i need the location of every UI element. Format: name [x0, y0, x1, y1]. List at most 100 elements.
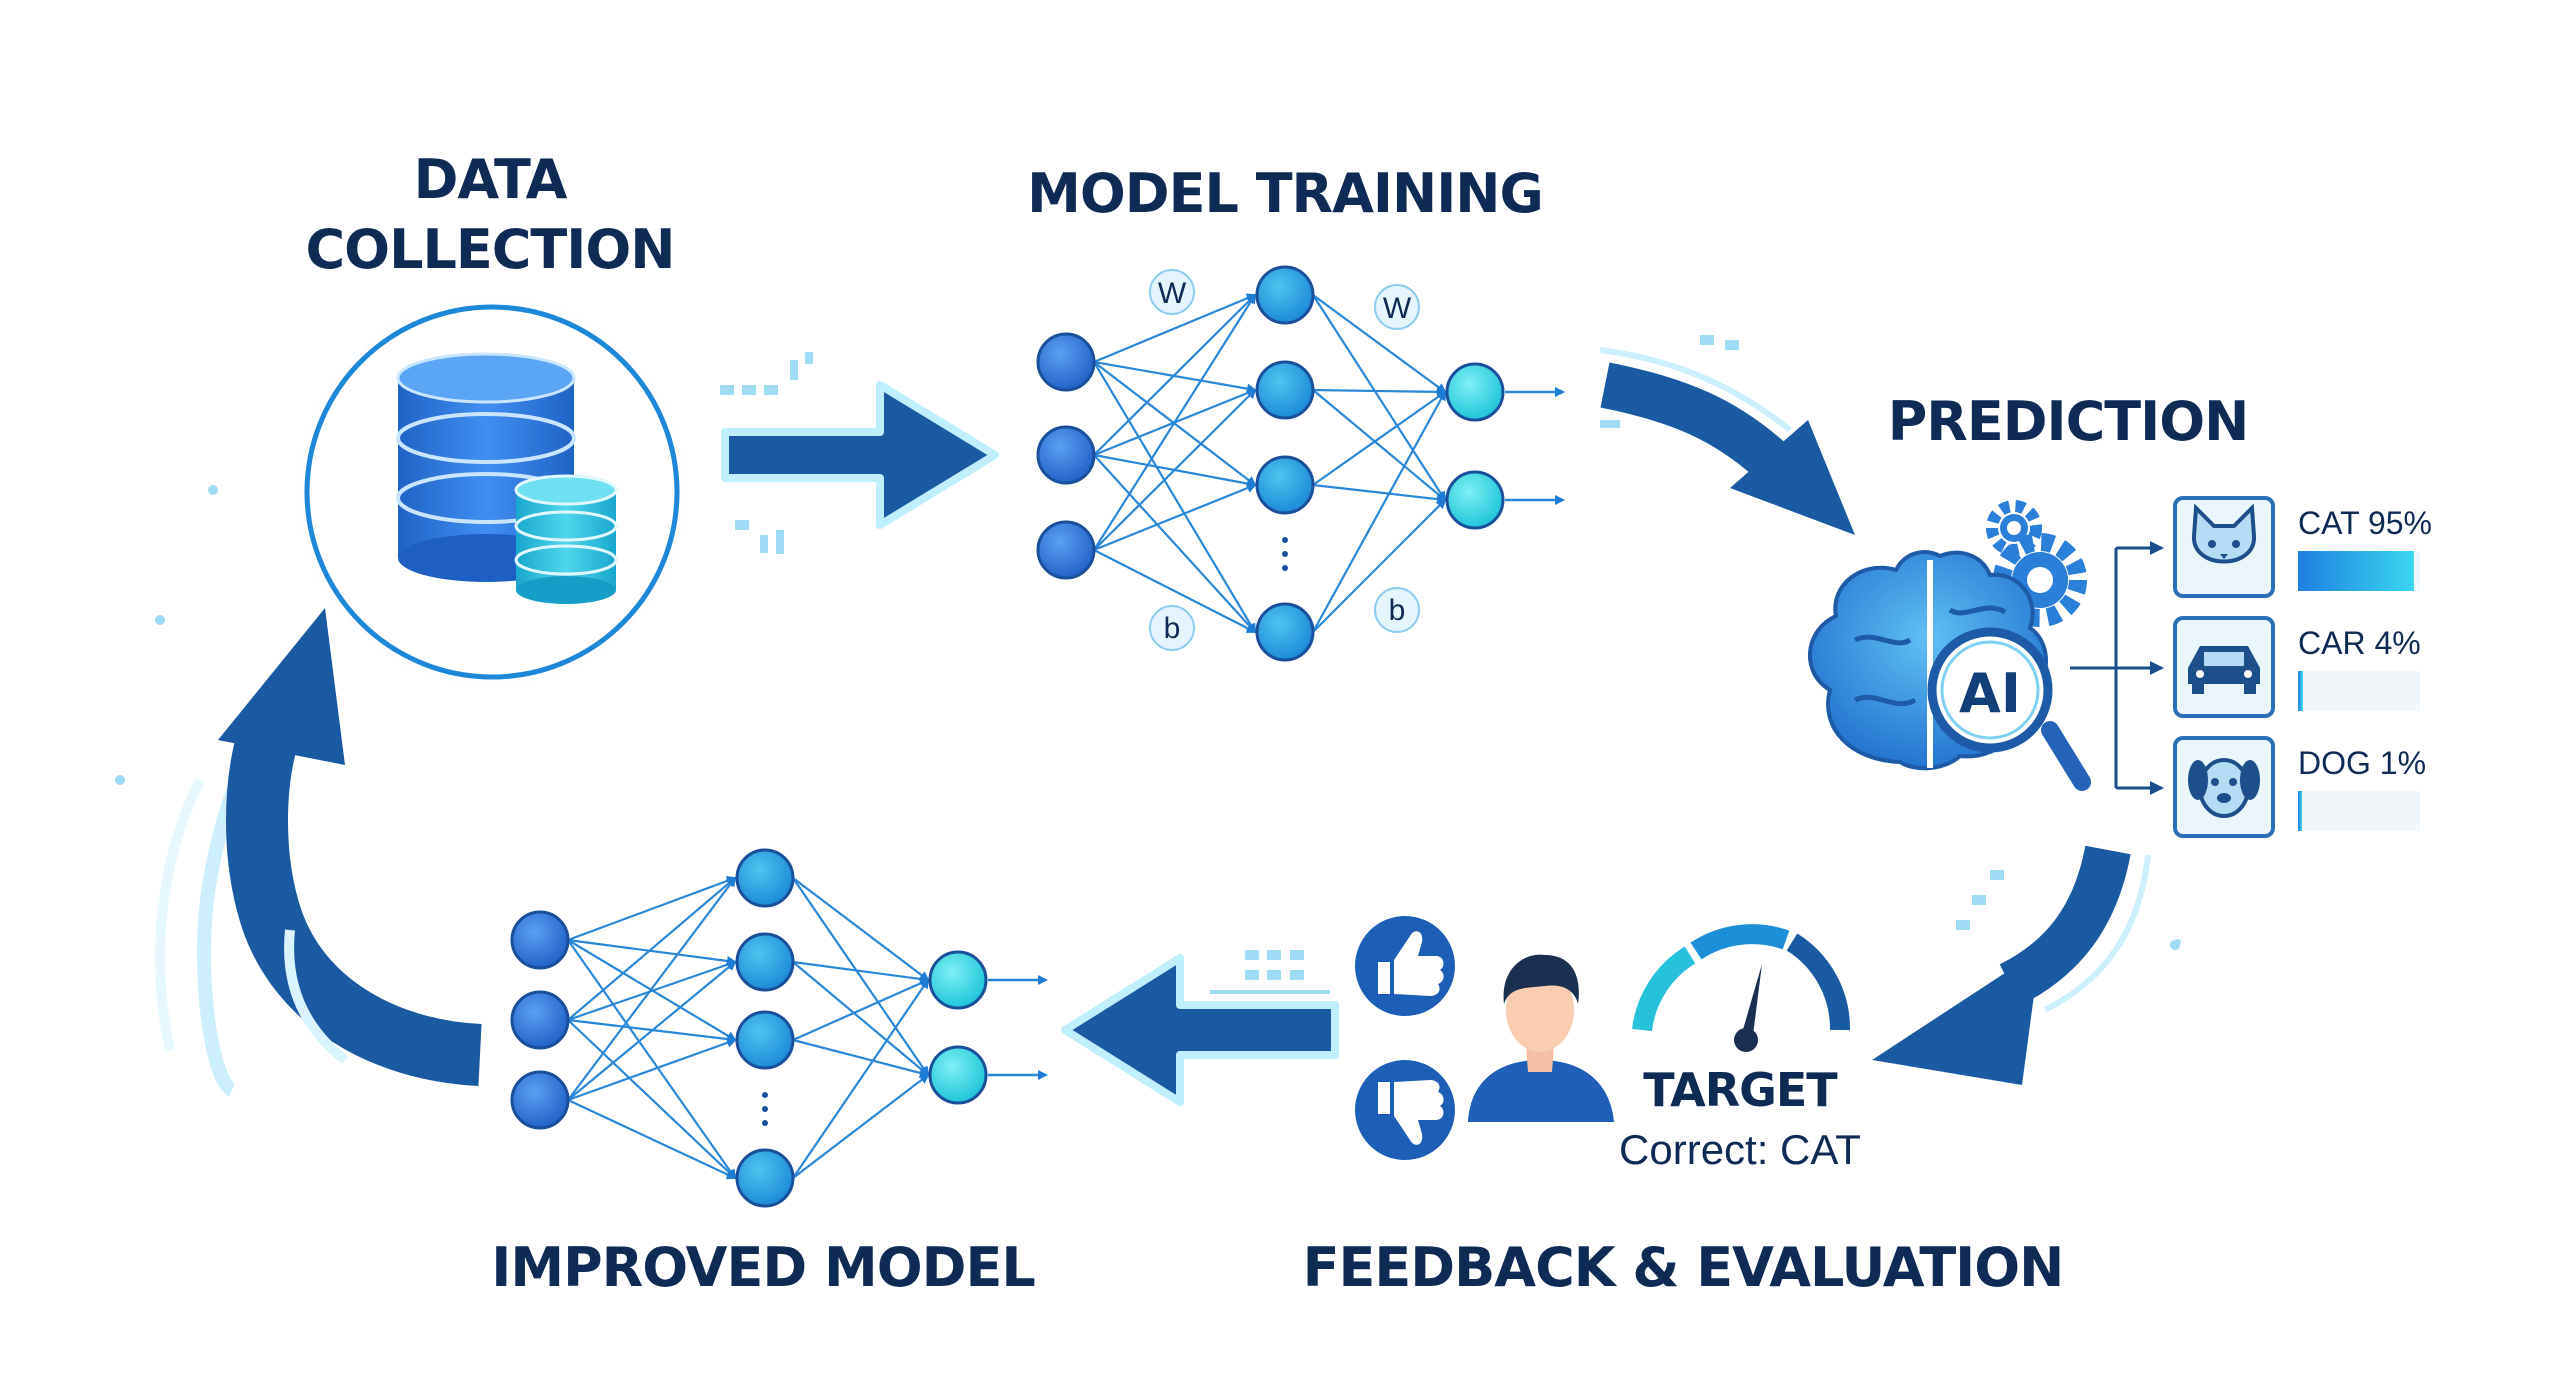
network-edge: [1312, 294, 1447, 502]
network-node: [928, 1045, 988, 1105]
svg-text:W: W: [1158, 277, 1187, 310]
network-edge: [792, 877, 930, 1077]
confidence-bar-fill: [2298, 551, 2414, 591]
confidence-bar-fill: [2298, 791, 2302, 831]
bias-badge: b: [1374, 587, 1420, 633]
network-node: [735, 1148, 795, 1208]
weight-badge: W: [1149, 269, 1195, 315]
arrow-to-training: [720, 352, 999, 554]
thumbs-down-icon: [1355, 1060, 1455, 1160]
data-collection-stage: DATA COLLECTION: [282, 148, 702, 702]
network-edge: [567, 1099, 737, 1180]
prediction-result-row: DOG 1%: [2173, 736, 2426, 838]
confidence-bar-fill: [2298, 671, 2303, 711]
network-edge: [567, 1019, 737, 1180]
network-node: [1255, 455, 1315, 515]
feedback-title: FEEDBACK & EVALUATION: [1303, 1236, 2064, 1299]
network-edge: [1312, 386, 1447, 397]
network-edge: [1093, 293, 1257, 456]
result-label: CAR 4%: [2298, 625, 2421, 661]
car-icon: [2188, 646, 2260, 694]
prediction-result-row: CAR 4%: [2173, 616, 2421, 718]
weight-badge: W: [1374, 284, 1420, 330]
network-node: [510, 990, 570, 1050]
network-edge: [567, 960, 737, 1101]
network-node: [735, 932, 795, 992]
network-edge: [792, 960, 930, 984]
network-edge: [1093, 388, 1257, 551]
training-network: [1036, 265, 1565, 662]
network-edge: [567, 938, 737, 966]
network-edge: [1312, 498, 1447, 633]
network-node: [1036, 520, 1096, 580]
svg-text:W: W: [1383, 292, 1412, 325]
thumbs-up-icon: [1355, 916, 1455, 1016]
network-edge: [567, 939, 737, 1180]
gauge-icon: [1632, 924, 1851, 1052]
data-collection-title-line2: COLLECTION: [306, 218, 675, 281]
network-edge: [792, 978, 930, 1042]
network-edges: [567, 876, 1048, 1180]
network-node: [1255, 602, 1315, 662]
network-edge: [567, 876, 737, 1021]
network-edge: [792, 961, 930, 1077]
network-edge: [1312, 483, 1447, 505]
result-label: DOG 1%: [2298, 745, 2426, 781]
network-edge: [792, 877, 930, 982]
ellipsis-dot: [762, 1092, 768, 1098]
database-icon: [396, 352, 618, 604]
confidence-bar-track: [2298, 671, 2420, 711]
network-node: [1445, 470, 1505, 530]
network-edge: [1093, 361, 1257, 634]
svg-text:b: b: [1164, 612, 1181, 645]
network-node: [735, 848, 795, 908]
prediction-stage: PREDICTION AI CAT 95%CA: [1807, 390, 2432, 838]
network-edge: [1093, 549, 1257, 633]
magnifier-icon: AI: [1927, 627, 2091, 791]
network-edge: [1093, 293, 1257, 364]
network-edge: [792, 978, 930, 1179]
improved-model-title: IMPROVED MODEL: [491, 1236, 1035, 1299]
arrow-to-improved: [1061, 950, 1339, 1106]
network-edge: [1312, 389, 1447, 502]
arrow-to-data-collection: [115, 485, 2181, 1097]
network-edge: [1312, 294, 1447, 394]
network-node: [1036, 425, 1096, 485]
network-edge: [1312, 390, 1446, 633]
ellipsis-dot: [762, 1120, 768, 1126]
target-label: TARGET: [1643, 1063, 1838, 1117]
network-node: [1036, 332, 1096, 392]
svg-text:b: b: [1389, 594, 1406, 627]
ellipsis-dot: [1282, 537, 1288, 543]
improved-model-stage: IMPROVED MODEL: [491, 848, 1048, 1299]
network-node: [1445, 362, 1505, 422]
network-node: [1255, 360, 1315, 420]
network-edge: [567, 959, 737, 1022]
network-edge: [792, 1073, 930, 1179]
network-node: [928, 950, 988, 1010]
network-edge: [1093, 483, 1257, 552]
network-edges: [1093, 293, 1565, 634]
data-collection-title-line1: DATA: [414, 148, 568, 211]
network-node: [510, 910, 570, 970]
network-edge: [567, 1037, 737, 1102]
network-edge: [567, 876, 737, 1101]
network-edge: [792, 1038, 930, 1078]
correct-answer-label: Correct: CAT: [1619, 1126, 1861, 1173]
cat-icon: [2191, 503, 2257, 564]
model-training-stage: MODEL TRAINING W W b b: [1027, 162, 1565, 662]
network-edge: [567, 876, 737, 942]
network-node: [510, 1070, 570, 1130]
network-node: [735, 1010, 795, 1070]
person-icon: [1468, 954, 1614, 1122]
bias-badge: b: [1149, 605, 1195, 651]
prediction-title: PREDICTION: [1888, 390, 2249, 453]
arrow-to-prediction: [1599, 335, 1855, 535]
prediction-branches: [2070, 541, 2164, 795]
dog-icon: [2188, 758, 2260, 818]
result-label: CAT 95%: [2298, 505, 2432, 541]
prediction-result-row: CAT 95%: [2173, 496, 2432, 598]
network-edge: [1093, 454, 1257, 634]
arrow-to-feedback: [1872, 845, 2151, 1085]
network-edge: [1093, 293, 1257, 551]
